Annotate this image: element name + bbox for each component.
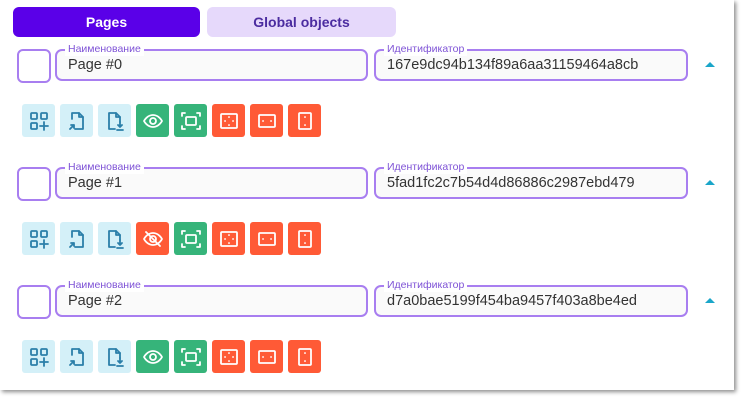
page-identifier-field[interactable]: Идентификатор 5fad1fc2c7b54d4d86886c2987… [374, 160, 688, 199]
frame-horizontal-icon [257, 231, 276, 246]
frame-dots-icon [219, 112, 238, 129]
page-identifier-value: d7a0bae5199f454ba9457f403a8be4ed [387, 293, 637, 309]
frame-dots-icon [219, 230, 238, 247]
collapse-arrow-icon[interactable] [705, 298, 715, 303]
page-name-value: Page #1 [68, 175, 123, 191]
collapse-arrow-icon[interactable] [705, 180, 715, 185]
fit-to-screen-button[interactable] [174, 340, 207, 373]
add-object-button[interactable] [22, 104, 55, 137]
align-fill-button[interactable] [212, 104, 245, 137]
page-identifier-field[interactable]: Идентификатор 167e9dc94b134f89a6aa311594… [374, 42, 688, 81]
file-download-icon [107, 229, 124, 249]
pages-panel: Pages Global objects Наименование Page #… [0, 7, 734, 373]
page-name-value: Page #0 [68, 57, 123, 73]
page-row: Наименование Page #0 Идентификатор 167e9… [0, 42, 734, 167]
page-name-label: Наименование [65, 160, 144, 174]
frame-horizontal-icon [257, 349, 276, 364]
file-download-icon [107, 347, 124, 367]
page-row: Наименование Page #1 Идентификатор 5fad1… [0, 160, 734, 285]
grid-plus-icon [29, 347, 49, 367]
page-checkbox[interactable] [17, 167, 51, 201]
add-object-button[interactable] [22, 222, 55, 255]
align-horizontal-button[interactable] [250, 222, 283, 255]
page-name-field[interactable]: Наименование Page #1 [55, 160, 368, 199]
page-name-field[interactable]: Наименование Page #0 [55, 42, 368, 81]
align-horizontal-button[interactable] [250, 104, 283, 137]
import-page-button[interactable] [60, 340, 93, 373]
page-identifier-label: Идентификатор [384, 278, 468, 292]
page-identifier-value: 5fad1fc2c7b54d4d86886c2987ebd479 [387, 175, 635, 191]
page-name-field[interactable]: Наименование Page #2 [55, 278, 368, 317]
page-name-label: Наименование [65, 278, 144, 292]
frame-horizontal-icon [257, 113, 276, 128]
page-name-value: Page #2 [68, 293, 123, 309]
toggle-visibility-button[interactable] [136, 222, 169, 255]
eye-off-icon [142, 230, 163, 247]
collapse-arrow-icon[interactable] [705, 62, 715, 67]
add-object-button[interactable] [22, 340, 55, 373]
frame-vertical-icon [297, 347, 312, 366]
grid-plus-icon [29, 229, 49, 249]
tab-global-objects[interactable]: Global objects [207, 7, 396, 37]
fit-to-screen-button[interactable] [174, 104, 207, 137]
page-row: Наименование Page #2 Идентификатор d7a0b… [0, 278, 734, 403]
frame-vertical-icon [297, 111, 312, 130]
file-import-icon [68, 347, 84, 366]
fit-to-screen-button[interactable] [174, 222, 207, 255]
align-fill-button[interactable] [212, 222, 245, 255]
align-horizontal-button[interactable] [250, 340, 283, 373]
export-page-button[interactable] [98, 104, 131, 137]
grid-plus-icon [29, 111, 49, 131]
export-page-button[interactable] [98, 222, 131, 255]
page-name-label: Наименование [65, 42, 144, 56]
frame-dots-icon [219, 348, 238, 365]
export-page-button[interactable] [98, 340, 131, 373]
file-import-icon [68, 229, 84, 248]
toggle-visibility-button[interactable] [136, 340, 169, 373]
toggle-visibility-button[interactable] [136, 104, 169, 137]
align-vertical-button[interactable] [288, 104, 321, 137]
align-fill-button[interactable] [212, 340, 245, 373]
fit-screen-icon [180, 229, 201, 248]
page-checkbox[interactable] [17, 285, 51, 319]
file-download-icon [107, 111, 124, 131]
import-page-button[interactable] [60, 222, 93, 255]
page-identifier-label: Идентификатор [384, 42, 468, 56]
align-vertical-button[interactable] [288, 340, 321, 373]
page-checkbox[interactable] [17, 49, 51, 83]
fit-screen-icon [180, 347, 201, 366]
import-page-button[interactable] [60, 104, 93, 137]
page-identifier-value: 167e9dc94b134f89a6aa31159464a8cb [387, 57, 639, 73]
page-identifier-field[interactable]: Идентификатор d7a0bae5199f454ba9457f403a… [374, 278, 688, 317]
align-vertical-button[interactable] [288, 222, 321, 255]
page-identifier-label: Идентификатор [384, 160, 468, 174]
eye-icon [142, 349, 163, 364]
file-import-icon [68, 111, 84, 130]
fit-screen-icon [180, 111, 201, 130]
tab-pages[interactable]: Pages [13, 7, 200, 37]
frame-vertical-icon [297, 229, 312, 248]
eye-icon [142, 113, 163, 128]
